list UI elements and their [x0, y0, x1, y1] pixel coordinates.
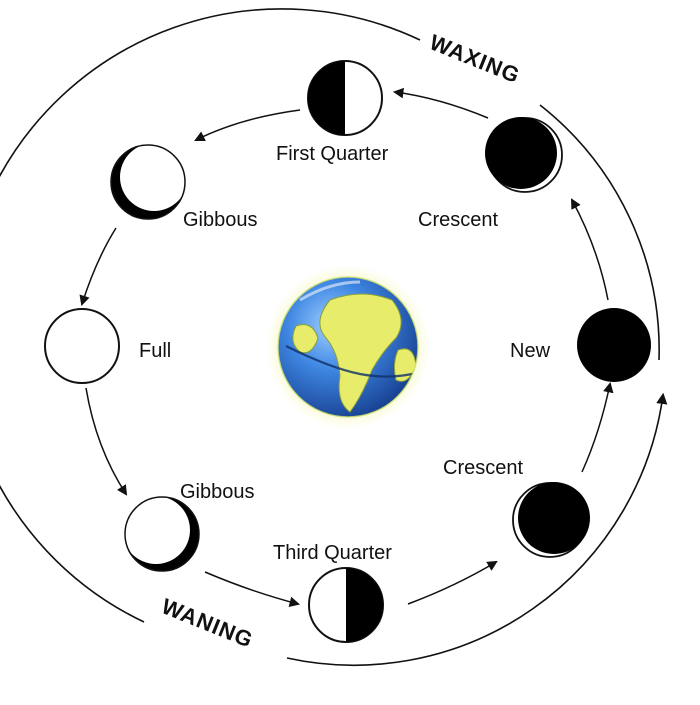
phase-arrow	[392, 87, 489, 119]
label-third-quarter: Third Quarter	[273, 542, 392, 564]
label-first-quarter: First Quarter	[276, 143, 389, 165]
moon-crescent-waning	[512, 482, 590, 558]
moon-gibbous-waning	[122, 496, 200, 572]
label-crescent-waxing: Crescent	[418, 209, 498, 231]
phase-arrow	[581, 381, 614, 473]
moon-third-quarter	[308, 567, 384, 643]
phase-arrow	[79, 227, 117, 307]
moon-full	[44, 308, 120, 384]
label-new: New	[510, 340, 551, 362]
label-crescent-waning: Crescent	[443, 457, 523, 479]
phase-arrow	[571, 198, 609, 301]
outer-orbit-arc	[0, 8, 421, 623]
moon-gibbous-waxing	[110, 143, 188, 220]
moon-crescent-waxing	[485, 117, 563, 193]
earth-globe-icon	[266, 265, 430, 429]
moon-new	[577, 308, 651, 382]
label-full: Full	[139, 340, 171, 362]
label-gibbous-waning: Gibbous	[180, 481, 255, 503]
label-gibbous-waxing: Gibbous	[183, 209, 258, 231]
outer-orbit-arc	[539, 104, 660, 361]
phase-arrow	[204, 571, 301, 607]
moon-first-quarter	[307, 60, 383, 136]
phase-arrow	[407, 560, 498, 605]
phase-arrow	[194, 109, 301, 141]
waxing-label: WAXING	[426, 29, 524, 88]
waning-label: WANING	[158, 593, 257, 652]
phase-arrow	[85, 387, 128, 496]
outer-orbit-arc	[286, 392, 668, 667]
